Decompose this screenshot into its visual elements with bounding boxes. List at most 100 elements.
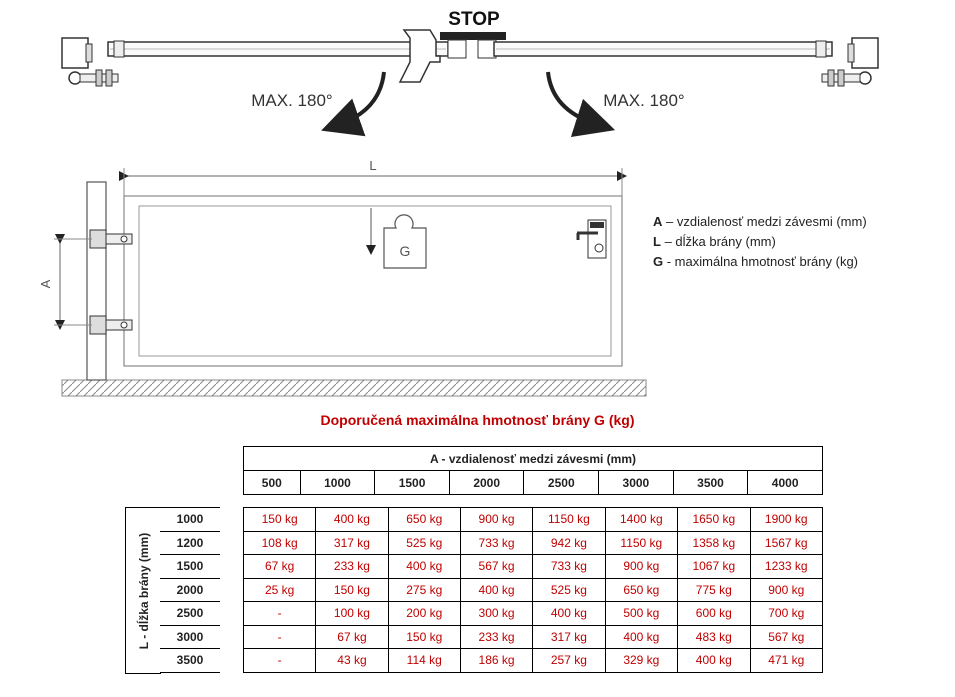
table-cell: 942 kg [532,530,606,555]
table-cell: 400 kg [459,577,534,602]
table-cell: 471 kg [749,648,824,673]
lock-icon [576,219,607,259]
table-cell: 483 kg [677,624,751,649]
right-hinge [858,71,872,85]
row-header: 1500 [160,554,220,579]
table-cell: - [242,624,317,649]
table-cell: 400 kg [387,554,461,579]
table-cell: - [242,648,317,673]
column-header: 2000 [448,470,525,495]
row-header: 2000 [160,577,220,602]
gate-infill [138,205,612,357]
table-cell: 567 kg [459,554,534,579]
table-cell: 400 kg [532,601,606,626]
table-cell: 1067 kg [677,554,751,579]
table-cell: 329 kg [604,648,679,673]
table-cell: 150 kg [315,577,389,602]
legend: A – vzdialenosť medzi závesmi (mm) L – d… [653,212,867,272]
column-header: 1500 [374,470,450,495]
left-angle-label: MAX. 180° [251,91,332,110]
table-cell: - [242,601,317,626]
table-cell: 1400 kg [604,507,679,532]
table-cell: 900 kg [749,577,824,602]
table-cell: 1900 kg [749,507,824,532]
distance-label: A [38,279,53,288]
right-post [851,37,879,69]
table-cell: 400 kg [315,507,389,532]
table-cell: 233 kg [315,554,389,579]
table-title: Doporučená maximálna hmotnosť brány G (k… [320,412,635,428]
left-swing-arrow-icon [321,71,386,137]
table-cell: 400 kg [677,648,751,673]
table-cell: 775 kg [677,577,751,602]
table-cell: 900 kg [459,507,534,532]
legend-item-l: L – dĺžka brány (mm) [653,234,776,249]
table-cell: 567 kg [749,624,824,649]
table-cell: 400 kg [604,624,679,649]
table-cell: 1150 kg [532,507,606,532]
table-cell: 43 kg [315,648,389,673]
row-group-label: L - dĺžka brány (mm) [125,507,161,674]
column-header: 500 [243,470,301,495]
row-header: 1200 [160,530,220,555]
legend-item-g: G - maximálna hmotnosť brány (kg) [653,254,859,269]
table-cell: 114 kg [387,648,461,673]
ground [61,379,647,397]
row-header: 2500 [160,601,220,626]
table-cell: 600 kg [677,601,751,626]
table-cell: 108 kg [242,530,317,555]
table-cell: 233 kg [459,624,534,649]
table-cell: 186 kg [459,648,534,673]
table-cell: 300 kg [459,601,534,626]
table-cell: 150 kg [387,624,461,649]
row-header: 3500 [160,648,220,673]
table-cell: 525 kg [387,530,461,555]
column-header: 2500 [523,470,600,495]
gate-frame [123,195,623,367]
column-header: 3000 [598,470,674,495]
column-header: 3500 [672,470,749,495]
gate-diagram: STOP MAX. 180° MAX. 180° L [38,9,879,397]
table-cell: 1567 kg [749,530,824,555]
row-header: 3000 [160,624,220,649]
table-cell: 1358 kg [677,530,751,555]
weight-icon [383,214,427,269]
row-header: 1000 [160,507,220,532]
column-header: 1000 [299,470,376,495]
top-view: STOP MAX. 180° MAX. 180° [61,9,879,137]
latch [398,29,441,83]
lower-hinge [89,315,133,335]
table-cell: 1233 kg [749,554,824,579]
table-cell: 500 kg [604,601,679,626]
table-cell: 650 kg [604,577,679,602]
right-swing-arrow-icon [546,71,616,137]
table-cell: 733 kg [532,554,606,579]
weight-label: G [400,243,411,259]
table-cell: 317 kg [532,624,606,649]
table-cell: 257 kg [532,648,606,673]
front-view: L A G [38,158,647,397]
table-cell: 317 kg [315,530,389,555]
length-label: L [369,158,376,173]
pillar [86,181,107,381]
table-cell: 67 kg [242,554,317,579]
table-cell: 900 kg [604,554,679,579]
column-header: 4000 [747,470,823,495]
left-hinge [68,71,82,85]
table-cell: 100 kg [315,601,389,626]
table-cell: 650 kg [387,507,461,532]
right-angle-label: MAX. 180° [603,91,684,110]
table-cell: 275 kg [387,577,461,602]
table-cell: 1150 kg [604,530,679,555]
